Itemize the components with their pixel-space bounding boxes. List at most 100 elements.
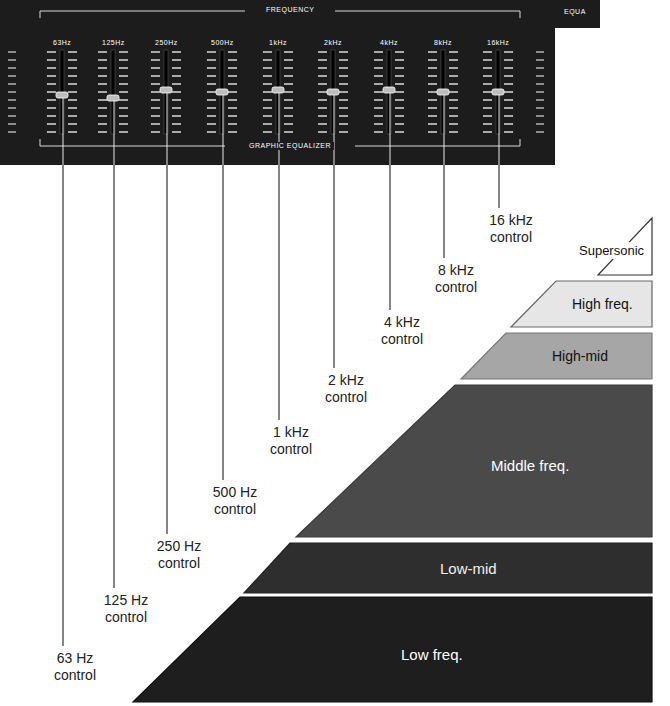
side-scale-tick (536, 51, 544, 52)
scale-tick (151, 131, 160, 133)
scale-tick (228, 99, 237, 101)
band-outline (296, 385, 652, 537)
scale-tick (449, 51, 458, 53)
scale-tick (339, 107, 348, 109)
scale-tick (318, 131, 327, 133)
scale-tick (504, 75, 513, 77)
scale-tick (449, 59, 458, 61)
scale-tick (119, 83, 128, 85)
scale-tick (98, 51, 107, 53)
scale-tick (483, 75, 492, 77)
scale-tick (284, 107, 293, 109)
scale-tick (68, 67, 77, 69)
band-outline (461, 333, 652, 379)
band-outline (133, 597, 652, 702)
scale-tick (428, 123, 437, 125)
scale-tick (172, 75, 181, 77)
scale-tick (449, 99, 458, 101)
scale-tick (119, 107, 128, 109)
scale-tick (374, 107, 383, 109)
scale-tick (98, 91, 107, 93)
scale-tick (374, 115, 383, 117)
scale-tick (263, 115, 272, 117)
scale-tick (98, 99, 107, 101)
scale-tick (151, 91, 160, 93)
scale-tick (207, 107, 216, 109)
scale-tick (395, 91, 404, 93)
band-name: Supersonic (577, 242, 646, 259)
side-scale-tick (8, 75, 16, 76)
scale-tick (68, 115, 77, 117)
slider-knob (107, 95, 119, 101)
scale-tick (449, 91, 458, 93)
scale-tick (68, 51, 77, 53)
band-frequency: 4kHz (377, 39, 401, 47)
scale-tick (428, 83, 437, 85)
scale-tick (483, 91, 492, 93)
scale-tick (504, 131, 513, 133)
scale-tick (318, 51, 327, 53)
scale-tick (449, 131, 458, 133)
scale-tick (449, 67, 458, 69)
scale-tick (449, 83, 458, 85)
band-frequency: 2kHz (321, 39, 345, 47)
leader-line (444, 95, 445, 165)
scale-tick (449, 123, 458, 125)
band-frequency: 500Hz (208, 39, 237, 47)
leader-line (114, 101, 115, 165)
scale-tick (374, 59, 383, 61)
control-label: 1 kHz control (262, 424, 320, 458)
panel-heading: FREQUENCY (263, 6, 317, 14)
control-label: 500 Hz control (206, 484, 264, 518)
scale-tick (318, 99, 327, 101)
panel-bracket (40, 139, 225, 146)
scale-tick (68, 75, 77, 77)
scale-tick (68, 99, 77, 101)
control-label: 63 Hz control (46, 650, 104, 684)
scale-tick (207, 67, 216, 69)
panel-heading: GRAPHIC EQUALIZER (246, 142, 334, 150)
scale-tick (172, 91, 181, 93)
control-label: 2 kHz control (317, 372, 375, 406)
scale-tick (449, 75, 458, 77)
scale-tick (374, 91, 383, 93)
scale-tick (428, 75, 437, 77)
scale-tick (395, 67, 404, 69)
scale-tick (374, 99, 383, 101)
slider-knob (327, 89, 339, 95)
scale-tick (428, 91, 437, 93)
leader-line (498, 165, 499, 208)
scale-tick (68, 91, 77, 93)
scale-tick (68, 59, 77, 61)
scale-tick (151, 59, 160, 61)
scale-tick (428, 67, 437, 69)
scale-tick (318, 59, 327, 61)
scale-tick (172, 83, 181, 85)
scale-tick (47, 123, 56, 125)
scale-tick (47, 67, 56, 69)
scale-tick (151, 67, 160, 69)
scale-tick (395, 75, 404, 77)
scale-tick (68, 131, 77, 133)
side-scale-tick (536, 75, 544, 76)
leader-line (390, 93, 391, 165)
scale-tick (284, 115, 293, 117)
scale-tick (483, 99, 492, 101)
control-label: 16 kHz control (482, 212, 540, 246)
scale-tick (151, 123, 160, 125)
scale-tick (504, 115, 513, 117)
slider-knob (383, 87, 395, 93)
leader-line (113, 165, 114, 588)
scale-tick (119, 131, 128, 133)
scale-tick (374, 75, 383, 77)
scale-tick (119, 123, 128, 125)
scale-tick (428, 131, 437, 133)
scale-tick (228, 83, 237, 85)
scale-tick (339, 123, 348, 125)
scale-tick (504, 99, 513, 101)
scale-tick (318, 83, 327, 85)
scale-tick (68, 107, 77, 109)
scale-tick (339, 83, 348, 85)
scale-tick (228, 67, 237, 69)
frequency-band: Low-mid (244, 543, 652, 593)
